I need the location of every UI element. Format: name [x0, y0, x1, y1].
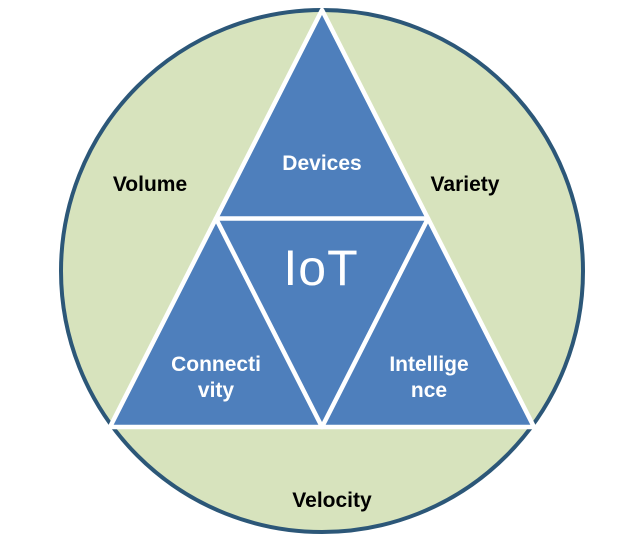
label-variety: Variety — [431, 173, 500, 196]
label-connectivity-line2: vity — [198, 379, 235, 402]
label-devices: Devices — [282, 152, 361, 175]
label-intelligence-line1: Intellige — [389, 353, 468, 376]
inner-triangle-divider — [213, 216, 431, 430]
label-velocity: Velocity — [292, 489, 372, 512]
label-volume: Volume — [113, 173, 187, 196]
label-iot: IoT — [283, 240, 358, 296]
label-connectivity-line1: Connecti — [171, 353, 261, 376]
label-intelligence-line2: nce — [411, 379, 447, 402]
